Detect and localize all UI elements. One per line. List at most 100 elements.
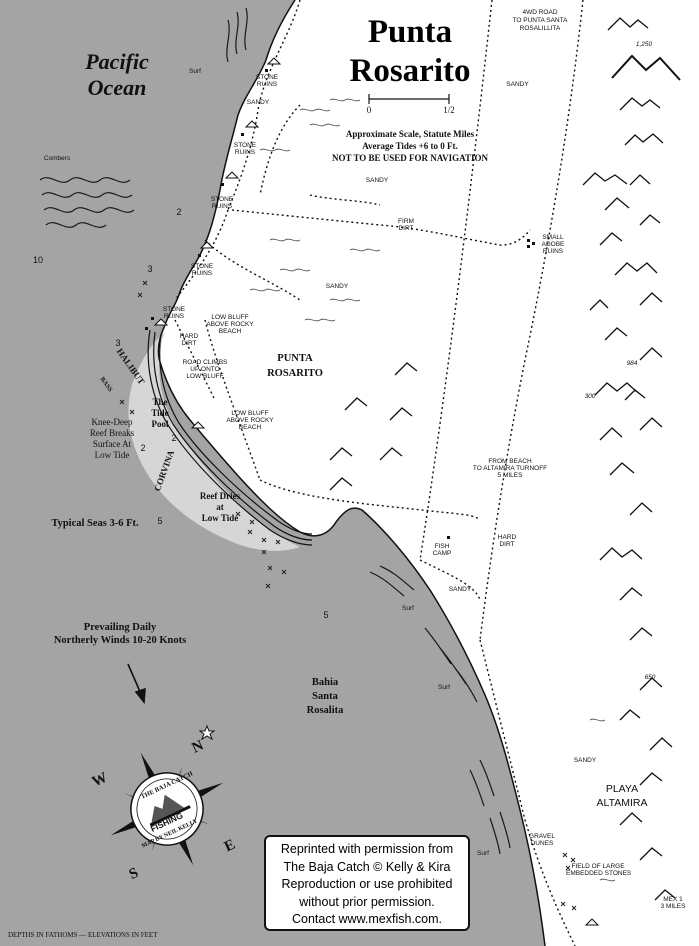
gravel-1: GRAVEL	[529, 833, 555, 840]
credit-line-4: without prior permission.	[299, 894, 435, 909]
reef-dries-3: Low Tide	[201, 513, 239, 523]
map-title-line1: Punta	[367, 14, 453, 50]
stone-ruins-2b: RUINS	[234, 149, 256, 156]
depth-5b: 5	[323, 610, 329, 620]
map-title-line2: Rosarito	[349, 53, 471, 89]
sandy-south: SANDY	[448, 586, 472, 593]
scale-start: 0	[366, 105, 372, 115]
playa-1: PLAYA	[605, 783, 639, 795]
sandy-top: SANDY	[246, 99, 270, 106]
bahia-3: Rosalita	[306, 705, 344, 716]
knee-deep-3: Surface At	[92, 439, 132, 449]
depth-5a: 5	[157, 516, 163, 526]
surf-north: Surf	[189, 68, 201, 75]
combers: Combers	[43, 155, 71, 162]
road-climbs-3: LOW BLUFF	[186, 373, 224, 380]
from-beach-1: FROM BEACH	[488, 458, 532, 465]
stone-ruins-1b: RUINS	[256, 81, 278, 88]
knee-deep-4: Low Tide	[94, 450, 130, 460]
knee-deep-2: Reef Breaks	[89, 428, 135, 438]
fish-camp-1: FISH	[434, 543, 450, 550]
gravel-2: DUNES	[530, 840, 554, 847]
road-4wd-3: ROSALILLITA	[519, 25, 561, 32]
stone-ruins-4b: RUINS	[191, 270, 213, 277]
reef-dries-1: Reef Dries	[199, 491, 241, 501]
compass-rose-icon	[110, 752, 224, 866]
credit-line-2: The Baja Catch © Kelly & Kira	[283, 859, 451, 874]
scale-caption-3: NOT TO BE USED FOR NAVIGATION	[332, 153, 488, 163]
ruin-markers	[145, 69, 535, 539]
low-bluff-2a: LOW BLUFF	[231, 410, 269, 417]
firm-dirt-1: FIRM	[398, 218, 414, 225]
winds-1: Prevailing Daily	[83, 622, 157, 633]
elev-1250: 1,250	[635, 41, 653, 48]
depth-2a: 2	[176, 207, 182, 217]
field-1: FIELD OF LARGE	[571, 863, 625, 870]
winds-2: Northerly Winds 10-20 Knots	[53, 635, 187, 646]
road-climbs-1: ROAD CLIMBS	[182, 359, 228, 366]
adobe-1: SMALL	[542, 234, 564, 241]
scale-bar	[368, 94, 450, 104]
ocean-name-line2: Ocean	[87, 75, 147, 100]
scale-caption-1: Approximate Scale, Statute Miles	[345, 129, 475, 139]
sandy-center: SANDY	[325, 283, 349, 290]
reef-rocks	[119, 280, 577, 911]
point-name-2: ROSARITO	[267, 368, 323, 379]
ocean-area	[0, 0, 545, 946]
stone-ruins-1a: STONE	[255, 74, 279, 81]
elev-984: 984	[626, 360, 638, 367]
swell-lines	[39, 7, 511, 855]
from-beach-2: TO ALTAMIRA TURNOFF	[472, 465, 548, 472]
typical-seas: Typical Seas 3-6 Ft.	[51, 518, 139, 529]
adobe-2: ADOBE	[541, 241, 565, 248]
tide-pool-3: Pool	[151, 419, 169, 429]
depth-2b: 2	[171, 433, 177, 443]
shoreline	[157, 0, 546, 946]
road-4wd-1: 4WD ROAD	[522, 9, 558, 16]
low-bluff-2b: ABOVE ROCKY	[226, 417, 274, 424]
depth-3b: 3	[115, 338, 121, 348]
sandy-ne: SANDY	[506, 81, 529, 88]
wind-arrow	[127, 663, 146, 705]
depth-10: 10	[32, 255, 43, 265]
credit-line-5: Contact www.mexfish.com.	[291, 912, 443, 926]
stone-ruins-2a: STONE	[233, 142, 257, 149]
footer-note: DEPTHS IN FATHOMS — ELEVATIONS IN FEET	[8, 931, 158, 939]
hard-dirt-1a: HARD	[179, 333, 199, 340]
star-icon	[198, 724, 216, 741]
bahia-2: Santa	[312, 691, 338, 702]
hard-dirt-2b: DIRT	[499, 541, 515, 548]
low-bluff-2c: BEACH	[238, 424, 262, 431]
roads	[174, 0, 584, 946]
firm-dirt-2: DIRT	[398, 225, 414, 232]
camp-icons	[153, 57, 600, 926]
depth-3a: 3	[147, 264, 153, 274]
stone-ruins-3b: RUINS	[211, 203, 233, 210]
hard-dirt-2a: HARD	[497, 534, 517, 541]
stone-ruins-5b: RUINS	[163, 313, 185, 320]
scale-end: 1/2	[443, 105, 455, 115]
stone-ruins-5a: STONE	[162, 306, 186, 313]
sand-marks	[249, 98, 616, 882]
credit-line-3: Reproduction or use prohibited	[281, 877, 453, 891]
playa-2: ALTAMIRA	[596, 797, 648, 809]
field-2: EMBEDDED STONES	[566, 870, 632, 877]
hills	[329, 17, 681, 901]
low-bluff-1a: LOW BLUFF	[211, 314, 249, 321]
mex1-1: MEX 1	[663, 896, 683, 903]
stone-ruins-4a: STONE	[190, 263, 214, 270]
credit-line-1: Reprinted with permission from	[280, 842, 454, 856]
ocean-name-line1: Pacific	[85, 49, 149, 74]
surf-south: Surf	[477, 850, 489, 857]
surf-bahia: Surf	[438, 684, 450, 691]
adobe-3: RUINS	[542, 248, 564, 255]
credit-box: Reprinted with permission from The Baja …	[264, 835, 470, 931]
hard-dirt-1b: DIRT	[181, 340, 197, 347]
sandy-east: SANDY	[573, 757, 597, 764]
reef-dries-2: at	[216, 502, 224, 512]
low-bluff-1b: ABOVE ROCKY	[206, 321, 254, 328]
road-4wd-2: TO PUNTA SANTA	[512, 17, 568, 24]
road-climbs-2: UP ONTO	[190, 366, 220, 373]
